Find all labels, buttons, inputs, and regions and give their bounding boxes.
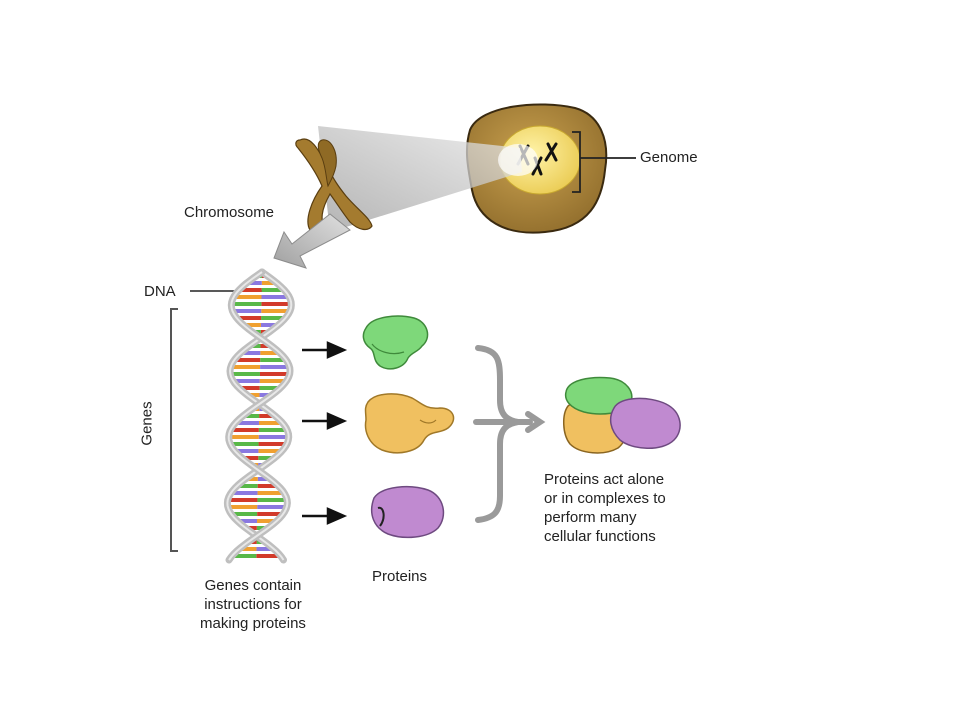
genes-caption: Genes contain instructions for making pr… — [178, 576, 328, 633]
chromosome-icon — [295, 138, 373, 237]
genes-bracket — [170, 308, 178, 552]
genes-caption-line: instructions for — [204, 596, 302, 613]
zoom-source-glow — [498, 144, 538, 176]
genome-bracket — [572, 131, 636, 193]
dna-helix — [223, 268, 295, 564]
complex-caption-line: perform many — [544, 509, 637, 526]
complex-brace — [473, 345, 546, 523]
genes-caption-line: making proteins — [200, 615, 306, 632]
arrow-icon — [302, 341, 348, 359]
zoom-beam — [318, 126, 522, 232]
genome-label: Genome — [640, 149, 698, 166]
complex-caption-line: cellular functions — [544, 528, 656, 545]
protein-purple — [370, 485, 445, 539]
gene-to-protein-arrows — [302, 341, 348, 525]
cell — [465, 103, 608, 234]
complex-purple — [609, 397, 681, 449]
genes-caption-line: Genes contain — [204, 577, 302, 594]
protein-yellow — [364, 393, 455, 454]
zoom-arrow — [273, 213, 351, 269]
complex-caption-line: or in complexes to — [544, 490, 666, 507]
dna-label: DNA — [144, 283, 176, 300]
dna-strand-b-highlight — [227, 271, 292, 561]
arrow-icon — [302, 507, 348, 525]
genes-label: Genes — [138, 401, 156, 446]
dna-strand-a-highlight — [226, 271, 293, 561]
complex-caption: Proteins act alone or in complexes to pe… — [544, 470, 666, 546]
arrow-icon — [302, 412, 348, 430]
chromosome-label: Chromosome — [184, 204, 275, 221]
protein-green — [362, 315, 429, 370]
protein-complex — [563, 376, 681, 454]
complex-caption-line: Proteins act alone — [544, 471, 665, 488]
proteins-label: Proteins — [372, 568, 428, 585]
